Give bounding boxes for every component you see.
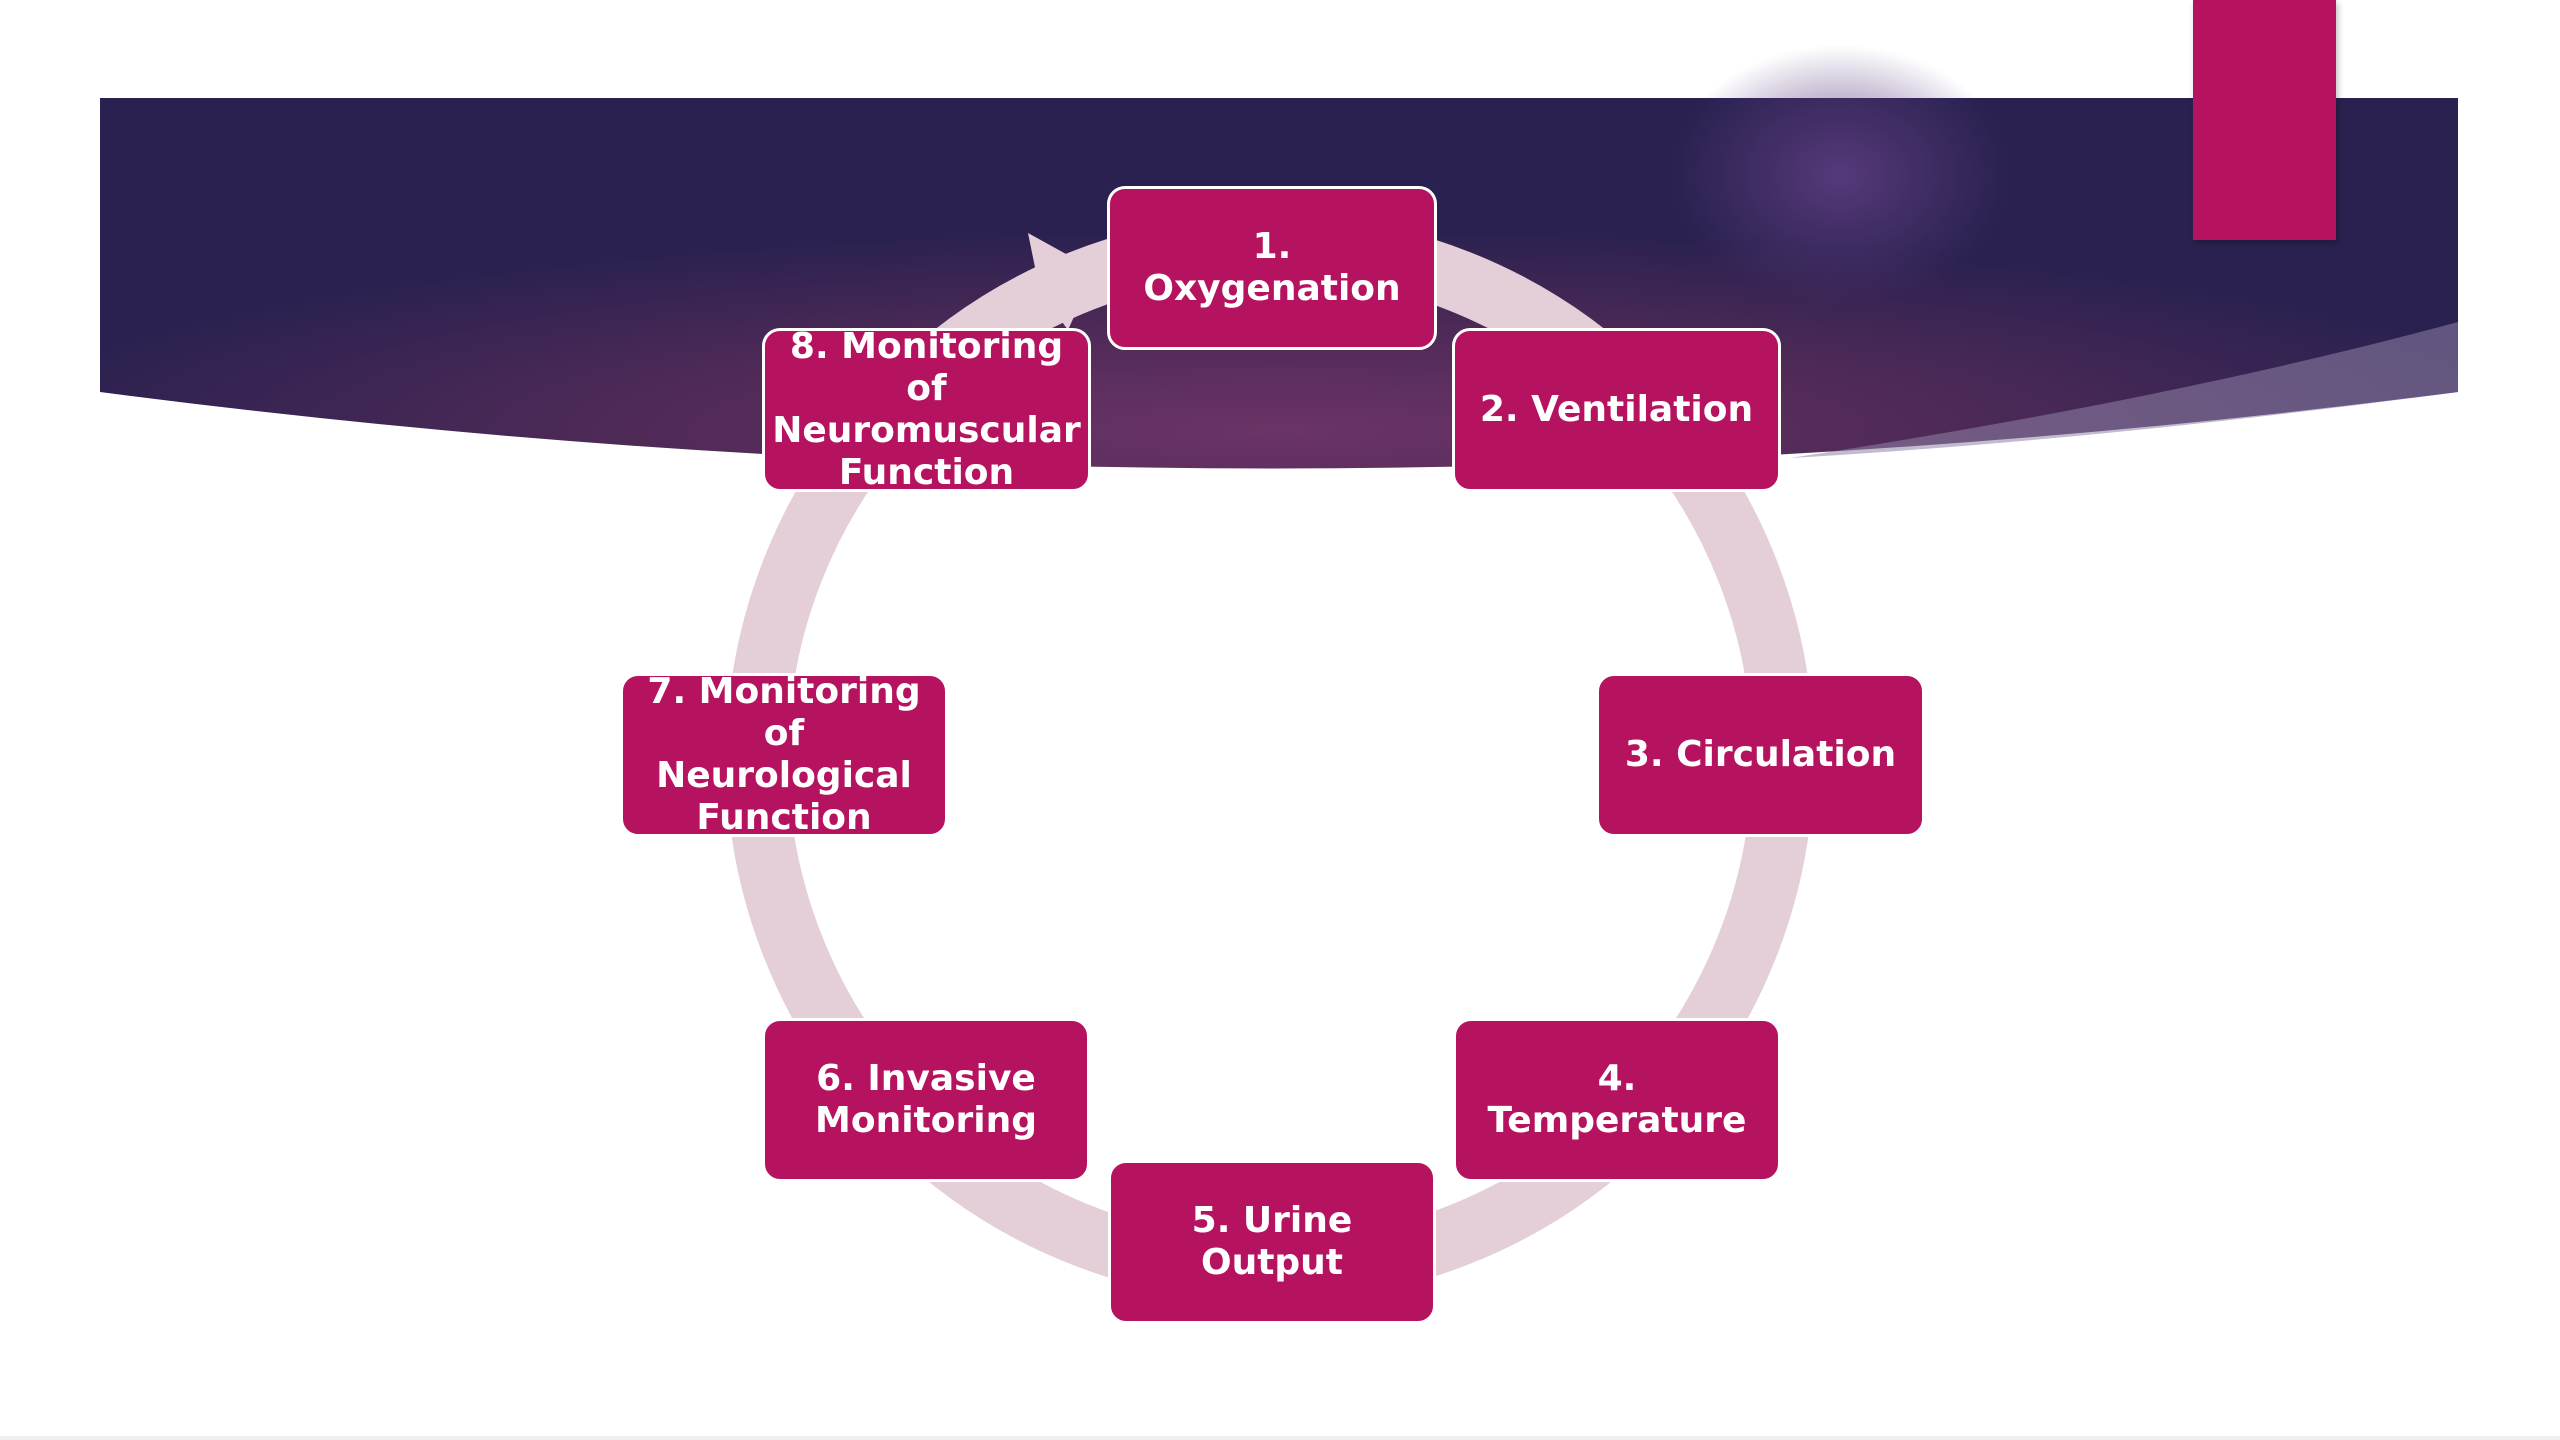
node-ventilation: 2. Ventilation [1452,328,1781,492]
bottom-divider [0,1436,2560,1440]
node-oxygenation-label: 1. Oxygenation [1143,226,1401,309]
cycle-arrowhead [1028,233,1095,330]
node-invasive-monitoring-label: 6. Invasive Monitoring [815,1058,1037,1141]
node-circulation-label: 3. Circulation [1624,734,1897,775]
node-neurological-function: 7. Monitoring of Neurological Function [620,671,948,838]
node-neurological-function-label: 7. Monitoring of Neurological Function [647,671,921,838]
node-temperature: 4. Temperature [1453,1018,1781,1182]
node-neuromuscular-function-label: 8. Monitoring of Neuromuscular Function [772,326,1081,493]
node-oxygenation: 1. Oxygenation [1107,186,1437,350]
node-temperature-label: 4. Temperature [1487,1058,1747,1141]
node-urine-output: 5. Urine Output [1108,1160,1436,1324]
accent-tab [2193,0,2336,240]
node-urine-output-label: 5. Urine Output [1191,1200,1353,1283]
node-circulation: 3. Circulation [1596,673,1925,837]
node-ventilation-label: 2. Ventilation [1479,389,1754,430]
node-neuromuscular-function: 8. Monitoring of Neuromuscular Function [762,326,1091,493]
node-invasive-monitoring: 6. Invasive Monitoring [762,1018,1090,1182]
